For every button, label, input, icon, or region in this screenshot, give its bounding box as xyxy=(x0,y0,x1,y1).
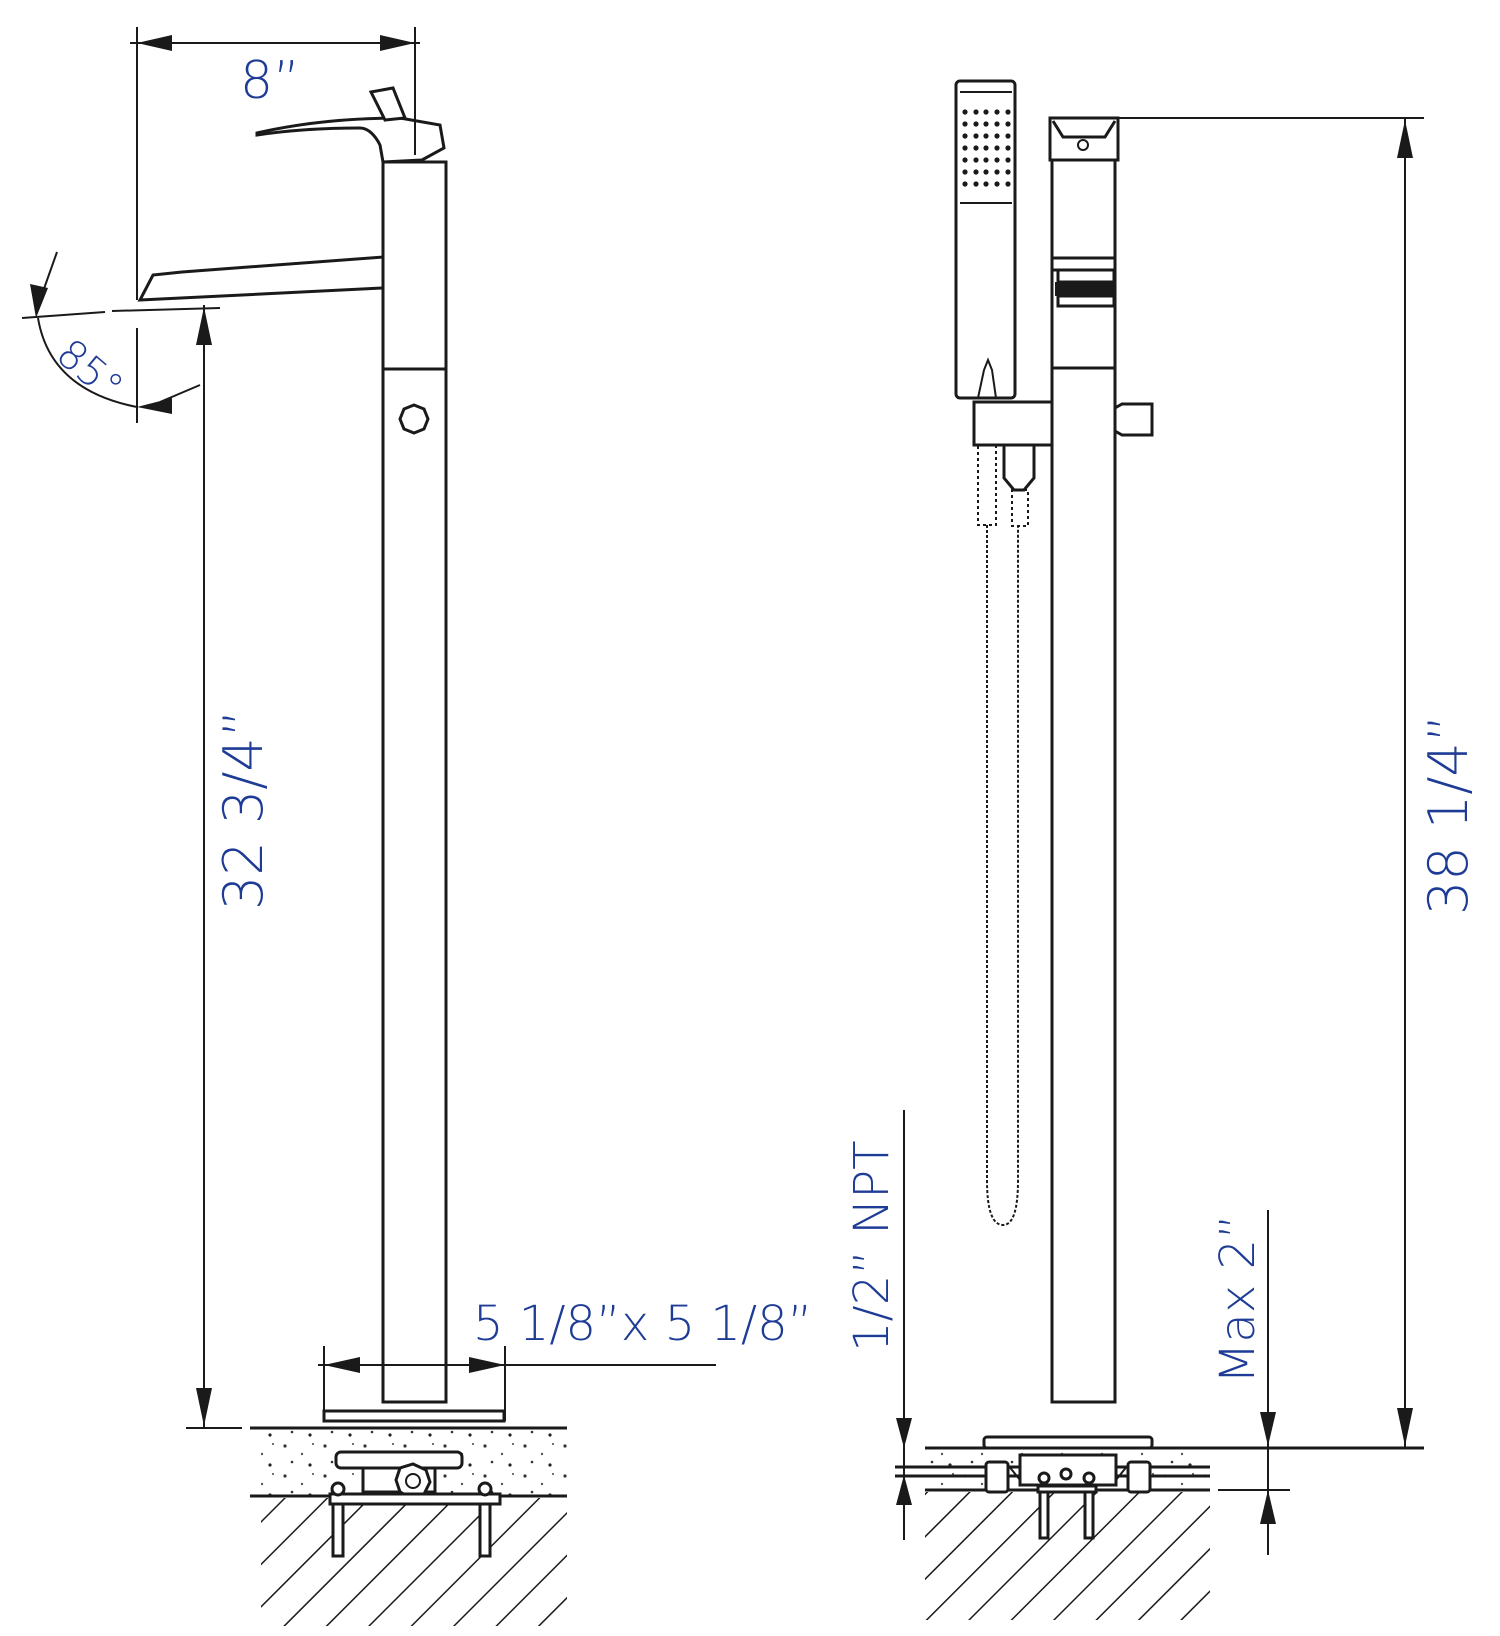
anchor-bolt xyxy=(1083,1490,1095,1540)
total-height-label: 38 1/4” xyxy=(1417,714,1480,915)
supply-connection-label: 1/2” NPT xyxy=(844,1140,900,1352)
spout-angle-label: 85° xyxy=(48,330,132,411)
base-cover-plate xyxy=(982,1435,1154,1450)
shower-hose xyxy=(986,525,1019,1227)
anchor-bolt xyxy=(1038,1490,1050,1540)
spout xyxy=(137,255,384,302)
ground-hatch xyxy=(925,1492,1210,1620)
right-view: 38 1/4” 1/2” NPT Max 2” xyxy=(844,79,1480,1620)
spout-height-label: 32 3/4” xyxy=(212,709,275,910)
shower-hose xyxy=(977,444,997,526)
ground-hatch xyxy=(261,1498,567,1626)
max-depth-label: Max 2” xyxy=(1210,1214,1266,1384)
anchor-bolt xyxy=(478,1502,492,1558)
diverter-knob xyxy=(1113,402,1154,437)
faucet-column xyxy=(381,160,448,1404)
anchor-bolt xyxy=(331,1502,345,1558)
spray-nozzles-icon xyxy=(962,109,1011,187)
spout-reach-label: 8” xyxy=(240,51,300,111)
base-size-label: 5 1/8”x 5 1/8” xyxy=(473,1296,813,1352)
base-cover-plate xyxy=(322,1409,506,1423)
diverter-band xyxy=(1055,282,1115,296)
lever-handle xyxy=(255,116,446,164)
hand-shower-holder xyxy=(972,400,1054,447)
hand-shower xyxy=(954,79,1017,400)
set-screw-icon xyxy=(398,403,430,435)
faucet-column xyxy=(1050,158,1117,1404)
left-view: 8” 85° 32 3/4” 5 1/8”x 5 1/8” xyxy=(21,27,813,1626)
rough-in-valve xyxy=(334,1450,464,1470)
column-top-cap xyxy=(1048,116,1120,162)
